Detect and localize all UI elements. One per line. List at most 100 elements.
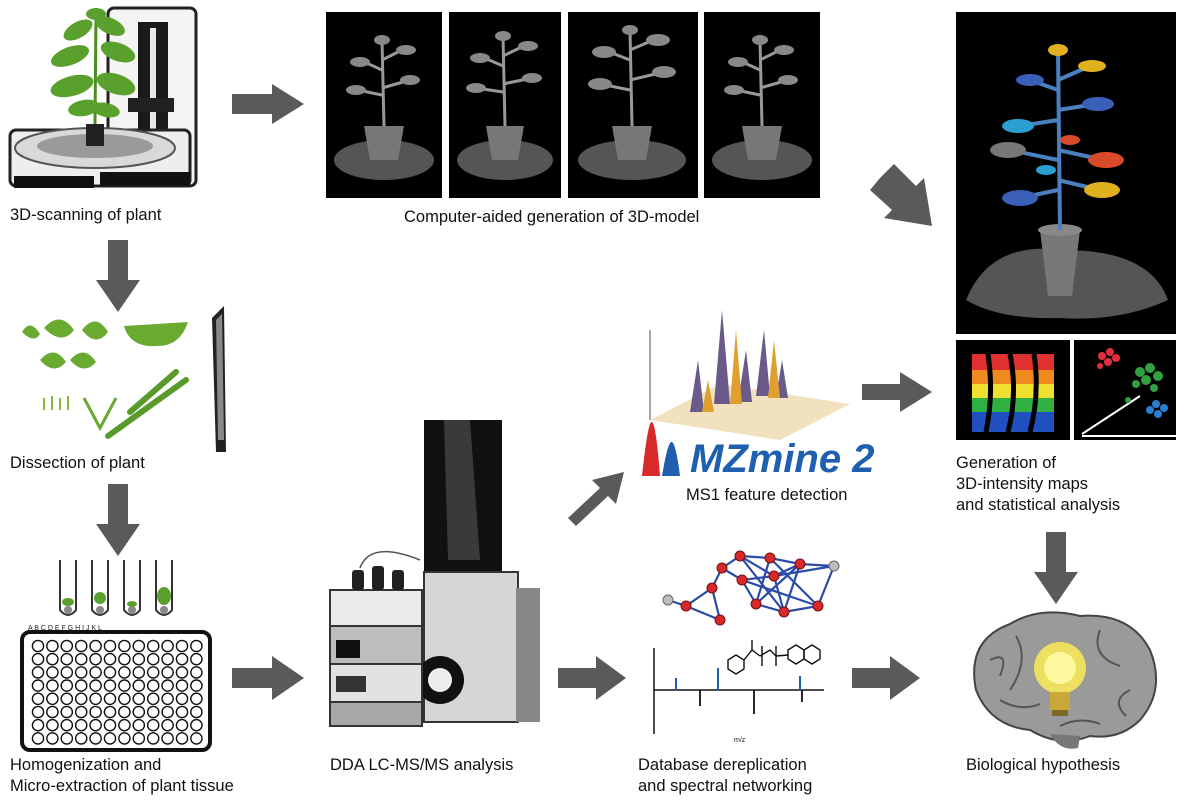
plate-well: [132, 639, 146, 653]
plate-well: [190, 692, 203, 706]
plate-well: [46, 718, 59, 732]
plate-well: [132, 679, 146, 692]
arrow-dissection-to-homog: [96, 484, 140, 556]
ms2-spectrum: m/z: [653, 640, 824, 744]
plate-well: [161, 652, 174, 666]
plate-well: [46, 666, 59, 679]
plate-well: [132, 666, 146, 679]
plate-well: [161, 666, 174, 679]
plate-column-labels: A B C D E F G H I J K L: [28, 625, 102, 632]
plate-well: [31, 639, 45, 653]
scanner-illustration: [8, 6, 198, 188]
plate-well: [31, 679, 45, 692]
plate-well: [103, 679, 117, 692]
plate-well: [175, 718, 189, 732]
plate-well: [60, 732, 74, 745]
plate-well: [132, 718, 146, 732]
label-scan: 3D-scanning of plant: [10, 206, 162, 224]
plate-well: [60, 639, 74, 653]
arrow-map-to-bio: [1034, 532, 1078, 604]
plate-well: [74, 705, 88, 719]
plate-well: [190, 666, 203, 679]
plate-well: [60, 692, 74, 706]
plate-well: [118, 666, 131, 679]
plate-well: [175, 692, 189, 706]
arrow-db-to-bio: [852, 656, 920, 700]
label-db-1: Database dereplication: [638, 756, 807, 774]
plate-well: [103, 666, 117, 679]
plate-well: [161, 679, 174, 692]
mz-axis-label: m/z: [734, 737, 746, 744]
plate-well: [118, 718, 131, 732]
plate-well: [60, 666, 74, 679]
intensity-leaves: [990, 44, 1124, 206]
plate-well: [146, 666, 160, 679]
plate-well: [175, 639, 189, 653]
label-gen-2: 3D-intensity maps: [956, 475, 1088, 493]
spectral-network: [662, 550, 840, 626]
plate-well: [190, 732, 203, 745]
plate-well: [74, 718, 88, 732]
plate-well: [146, 652, 160, 666]
mzmine-logo-text: MZmine 2: [690, 437, 874, 481]
plate-well: [74, 692, 88, 706]
plate-well: [132, 732, 146, 745]
plate-well: [103, 652, 117, 666]
model-panels: [326, 12, 820, 198]
plate-well: [118, 679, 131, 692]
plate-well: [190, 639, 203, 653]
plate-well: [89, 679, 102, 692]
heatmap-panel: [956, 340, 1070, 440]
plate-well: [118, 705, 131, 719]
plate-well: [190, 652, 203, 666]
label-model3d: Computer-aided generation of 3D-model: [404, 208, 699, 226]
plate-well: [175, 732, 189, 745]
plate-well: [89, 692, 102, 706]
plate-well: [175, 679, 189, 692]
arrow-dda-to-db: [558, 656, 626, 700]
label-dissection: Dissection of plant: [10, 454, 145, 472]
plate-well: [118, 732, 131, 745]
plate-well: [132, 652, 146, 666]
plate-well: [118, 652, 131, 666]
plate-well: [132, 692, 146, 706]
plate-well: [146, 732, 160, 745]
plate-well: [175, 652, 189, 666]
plate-well: [190, 705, 203, 719]
label-gen-3: and statistical analysis: [956, 496, 1120, 514]
plate-well: [46, 732, 59, 745]
plate-well: [46, 692, 59, 706]
plate-well: [161, 718, 174, 732]
plate-well: [89, 666, 102, 679]
plate-well: [118, 692, 131, 706]
plate-well: [46, 705, 59, 719]
plate-well: [146, 705, 160, 719]
plate-well: [161, 639, 174, 653]
plate-well: [132, 705, 146, 719]
arrow-scan-to-model: [232, 84, 304, 124]
plate-well: [46, 652, 59, 666]
plate-well: [89, 639, 102, 653]
label-gen-1: Generation of: [956, 454, 1056, 472]
plate-well: [103, 732, 117, 745]
plate-well: [74, 679, 88, 692]
plate-well: [46, 679, 59, 692]
plate-well: [161, 705, 174, 719]
mzmine-logo: MZmine 2: [642, 421, 874, 481]
plate-well: [118, 639, 131, 653]
plate-well: [146, 718, 160, 732]
pca-scatter-panel: [1074, 340, 1176, 440]
label-dda: DDA LC-MS/MS analysis: [330, 756, 513, 774]
plate-well: [31, 652, 45, 666]
label-db-2: and spectral networking: [638, 777, 812, 795]
plate-well: [31, 732, 45, 745]
intensity-map-panel: [956, 12, 1176, 334]
plate-well: [60, 718, 74, 732]
plate-well: [89, 705, 102, 719]
plate-well: [74, 732, 88, 745]
plate-well: [175, 666, 189, 679]
brain-illustration: [973, 611, 1157, 749]
plate-well: [103, 692, 117, 706]
plate-well: [60, 705, 74, 719]
